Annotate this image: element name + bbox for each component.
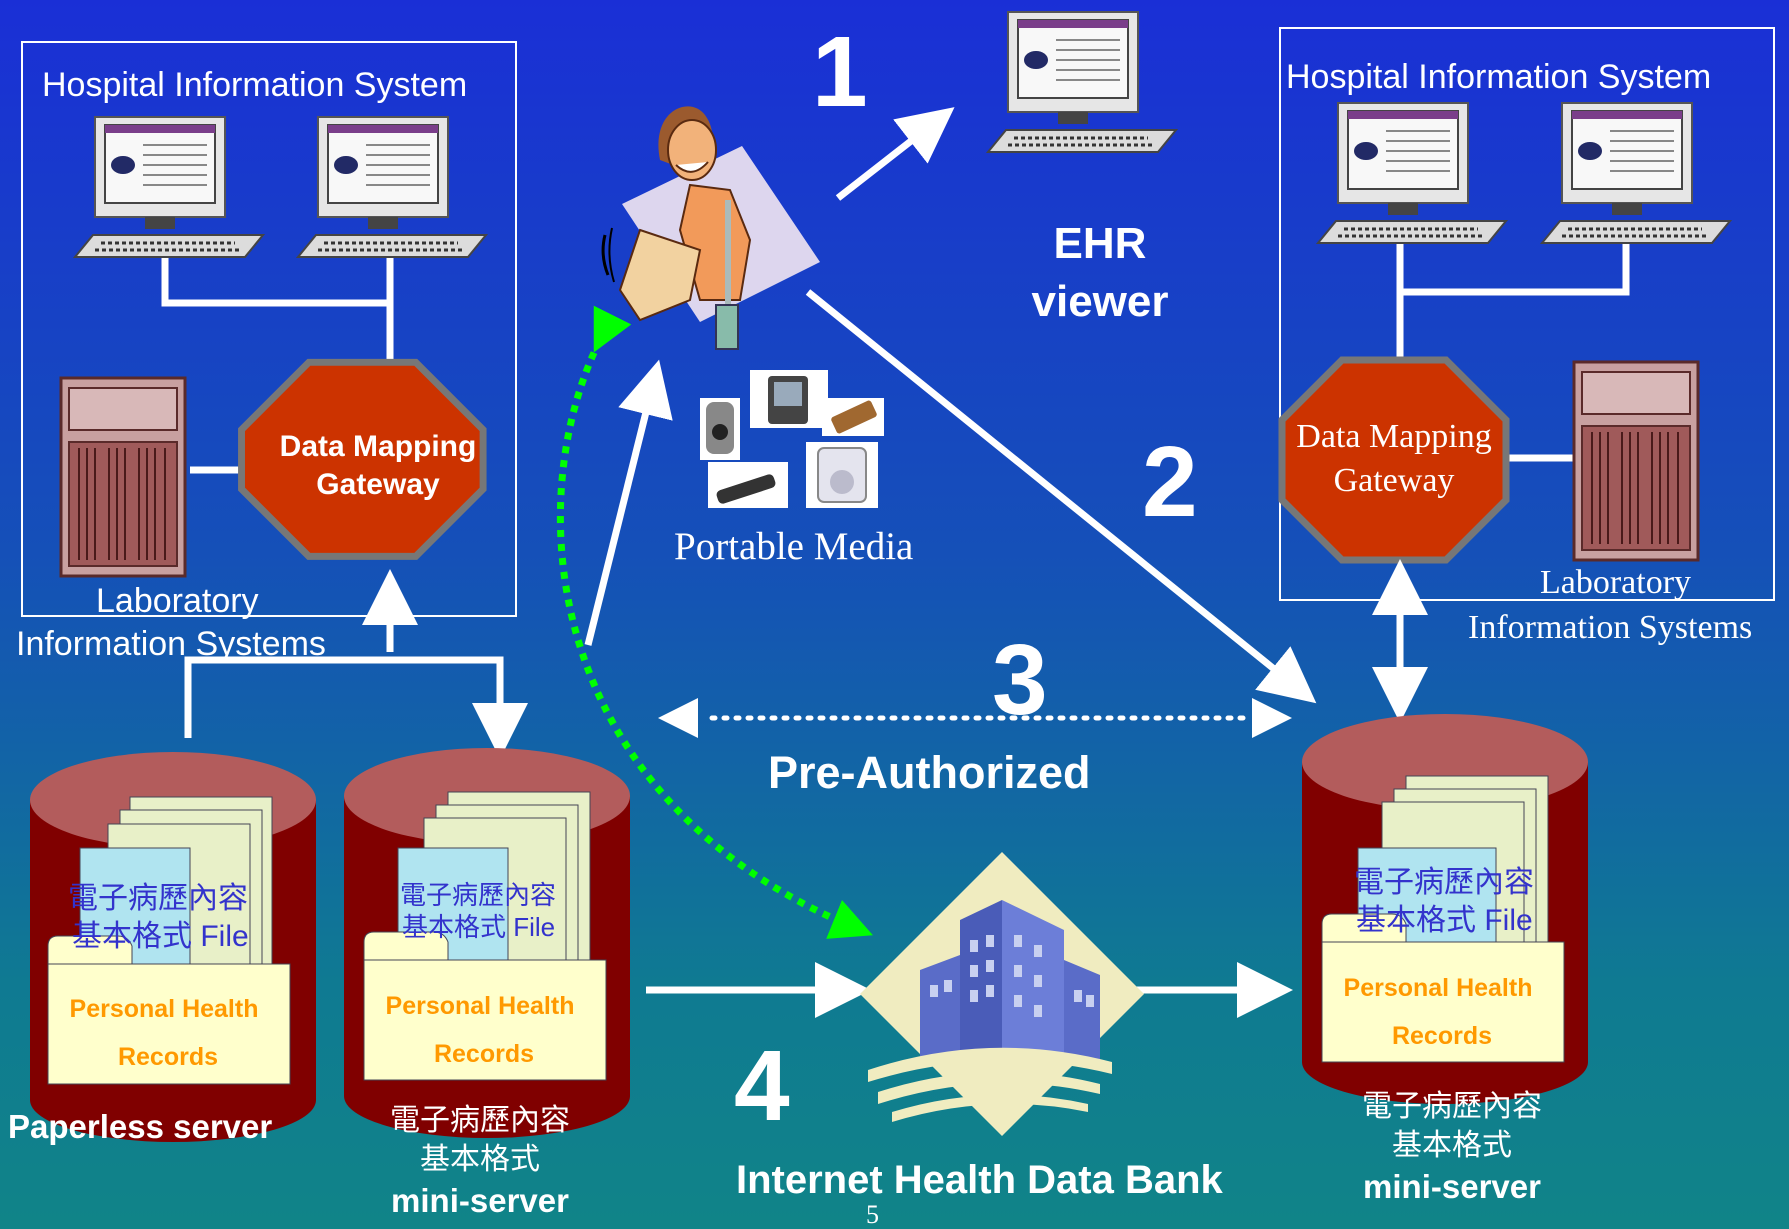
cylinder-mini-left — [344, 748, 630, 1138]
ehr-viewer-label-2: viewer — [1031, 277, 1169, 326]
left-workstation-2 — [296, 115, 488, 259]
cylinder-paperless — [30, 752, 316, 1142]
right-lab-label-1: Laboratory — [1540, 564, 1692, 601]
mini-left-file-label-1: 電子病歷內容 — [400, 880, 557, 910]
pre-authorized-arrow — [658, 698, 1292, 738]
left-gateway-label-2: Gateway — [316, 468, 440, 501]
mini-left-file-label-2: 基本格式 File — [402, 912, 556, 942]
arrow-server-to-patient — [584, 359, 673, 646]
data-bank-label: Internet Health Data Bank — [736, 1158, 1223, 1202]
right-system-frame — [1279, 27, 1775, 601]
mini-left-caption-3: mini-server — [391, 1182, 569, 1219]
right-workstation-connectors — [1396, 244, 1630, 462]
mini-left-caption-1: 電子病歷內容 — [390, 1104, 570, 1137]
arrow-patient-to-right-server — [805, 289, 1317, 704]
left-distribution-arrows — [184, 569, 528, 759]
green-dotted-link — [556, 305, 873, 939]
portable-media-label: Portable Media — [674, 525, 914, 568]
mini-right-folder-label-1: Personal Health — [1343, 974, 1533, 1002]
right-gateway-label-1: Data Mapping — [1296, 418, 1492, 455]
data-bank-building-icon — [860, 852, 1144, 1136]
left-system-frame — [21, 41, 517, 617]
ehr-viewer-monitor — [986, 10, 1178, 154]
right-workstation-2 — [1540, 101, 1732, 245]
cylinder-mini-right — [1302, 714, 1588, 1104]
patient-figure — [601, 106, 820, 350]
left-gateway-label-1: Data Mapping — [279, 430, 477, 463]
paperless-folder-label-2: Records — [117, 1043, 219, 1071]
paperless-file-label-1: 電子病歷內容 — [68, 882, 248, 915]
right-lab-label-2: Information Systems — [1468, 609, 1753, 646]
mini-left-folder-label-2: Records — [433, 1040, 535, 1068]
mini-right-file-label-1: 電子病歷內容 — [1354, 866, 1534, 899]
mini-right-caption-3: mini-server — [1363, 1168, 1541, 1205]
mini-left-folder-label-1: Personal Health — [385, 992, 575, 1020]
left-gateway-octagon — [238, 358, 487, 560]
mini-right-caption-2: 基本格式 — [1392, 1129, 1512, 1162]
right-gateway-octagon — [1278, 356, 1510, 564]
mini-right-file-label-2: 基本格式 File — [1356, 904, 1533, 937]
step-1-number: 1 — [812, 16, 868, 128]
paperless-file-label-2: 基本格式 File — [72, 920, 249, 953]
ehr-viewer-label-1: EHR — [1053, 219, 1147, 268]
mini-right-folder-label-2: Records — [1391, 1022, 1493, 1050]
step-2-number: 2 — [1142, 426, 1198, 538]
pre-authorized-label: Pre-Authorized — [768, 747, 1091, 798]
page-number: 5 — [866, 1200, 879, 1229]
right-gateway-label-2: Gateway — [1333, 462, 1455, 499]
portable-media-icons — [700, 370, 884, 508]
mini-left-caption-2: 基本格式 — [420, 1143, 540, 1176]
left-lab-label-2: Information Systems — [16, 625, 326, 663]
right-system-title: Hospital Information System — [1286, 58, 1712, 96]
step-4-number: 4 — [734, 1030, 790, 1142]
arrow-to-ehr-viewer — [835, 107, 955, 201]
left-lab-server-icon — [59, 376, 187, 578]
left-lab-label-1: Laboratory — [96, 582, 259, 620]
right-workstation-1 — [1316, 101, 1508, 245]
step-3-number: 3 — [992, 624, 1048, 736]
right-lab-server-icon — [1572, 360, 1700, 562]
paperless-folder-label-1: Personal Health — [69, 995, 259, 1023]
paperless-caption: Paperless server — [8, 1108, 273, 1145]
left-system-title: Hospital Information System — [42, 66, 468, 104]
left-workstation-1 — [73, 115, 265, 259]
mini-right-caption-1: 電子病歷內容 — [1362, 1090, 1542, 1123]
